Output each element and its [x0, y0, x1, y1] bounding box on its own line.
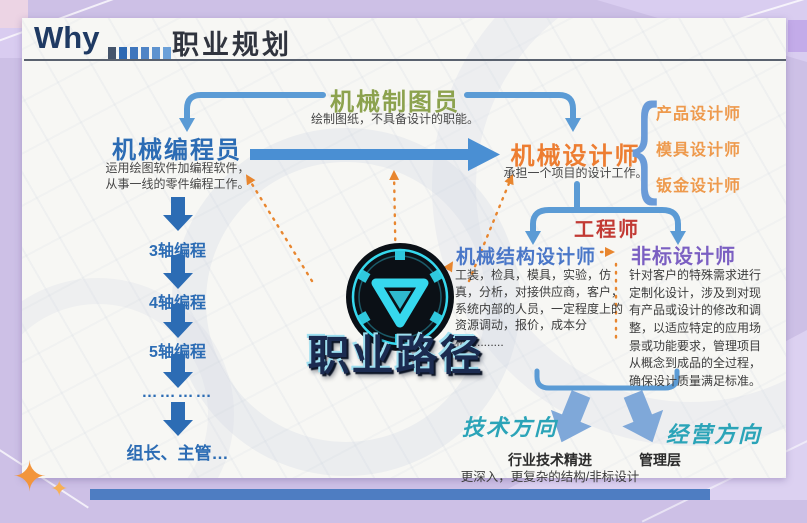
sparkle-icon: ✦	[50, 476, 69, 501]
desc-line: 从事一线的零件编程工作。	[105, 176, 250, 191]
tech-direction-label: 技术方向	[462, 415, 559, 440]
header-square	[119, 47, 127, 61]
branch-mold-designer: 模具设计师	[656, 142, 742, 159]
branch-product-designer: 产品设计师	[656, 106, 742, 123]
header-square	[108, 47, 116, 61]
header-underline	[24, 59, 786, 61]
header-square	[141, 47, 149, 61]
header-square	[152, 47, 160, 61]
node-programmer-desc: 运用绘图软件加编程软件， 从事一线的零件编程工作。	[90, 161, 265, 192]
header-square	[130, 47, 138, 61]
structure-designer-desc: 工装，检具，模具，实验，仿真，分析，对接供应商，客户，系统内部的人员，一定程度上…	[455, 268, 624, 350]
step-5-axis: 5轴编程	[149, 344, 206, 361]
nonstandard-designer-desc: 针对客户的特殊需求进行定制化设计，涉及到对现有产品或设计的修改和调整，以适应特定…	[629, 268, 762, 388]
node-draftsman-title: 机械制图员	[330, 89, 460, 116]
step-3-axis: 3轴编程	[149, 243, 206, 260]
desc-line: 运用绘图软件加编程软件，	[105, 161, 250, 175]
arc-reactor-icon	[346, 243, 454, 351]
business-direction-label: 经营方向	[666, 422, 763, 447]
node-designer-desc: 承担一个项目的设计工作。	[503, 166, 648, 180]
why-label: Why	[34, 20, 100, 55]
node-programmer-title: 机械编程员	[112, 137, 242, 164]
engineer-label: 工程师	[574, 219, 640, 241]
business-heading: 管理层	[639, 452, 681, 468]
node-designer-title: 机械设计师	[510, 143, 641, 170]
node-draftsman-desc: 绘制图纸，不具备设计的职能。	[310, 112, 479, 126]
career-path-label: 职业路径	[307, 332, 484, 379]
header-square	[163, 47, 171, 61]
frame-purple-square	[788, 20, 807, 52]
tech-heading: 行业技术精进	[508, 452, 592, 468]
connector-lines	[163, 92, 686, 451]
tech-desc: 更深入，更复杂的结构/非标设计	[460, 470, 640, 484]
branch-sheetmetal-designer: 钣金设计师	[656, 178, 742, 195]
nonstandard-designer-title: 非标设计师	[631, 246, 736, 268]
page-title: 职业规划	[172, 30, 292, 60]
designer-branch-list: 产品设计师 模具设计师 钣金设计师	[656, 106, 741, 214]
step-4-axis: 4轴编程	[149, 295, 206, 312]
bottom-blue-strip	[90, 489, 710, 500]
step-leader-supervisor: 组长、主管…	[126, 444, 229, 463]
header-squares	[108, 47, 174, 66]
sparkle-icon: ✦	[12, 453, 48, 500]
step-ellipsis: …………	[141, 384, 214, 401]
structure-designer-title: 机械结构设计师	[456, 247, 597, 268]
brace-icon: {	[631, 81, 659, 206]
